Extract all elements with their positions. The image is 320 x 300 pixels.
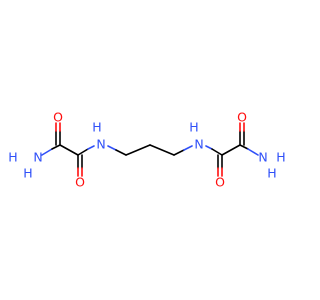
atom-o-left-lower: O xyxy=(75,175,85,190)
atom-h-left-amide2: H xyxy=(23,166,32,181)
bond-chain-1 xyxy=(125,144,151,156)
bond-left-carbon-carbon xyxy=(59,144,79,156)
bond-right-nh-carbon-blue xyxy=(205,145,213,150)
atom-labels: O H N H N H O H N O O N H H xyxy=(8,110,285,190)
bond-left-carbon-nh-blue xyxy=(87,145,95,150)
atom-o-right-lower: O xyxy=(215,175,225,190)
bond-left-amine-carbon-dark xyxy=(51,144,61,150)
bond-left-amine-carbon xyxy=(41,148,53,156)
bond-left-nh-chain xyxy=(115,149,127,156)
atom-h-left-nh: H xyxy=(92,120,101,135)
atom-h-left-amide1: H xyxy=(8,150,17,165)
atom-h-right-amide2: H xyxy=(267,166,276,181)
bond-chain-right-nh xyxy=(173,149,185,156)
atom-o-left: O xyxy=(53,110,63,125)
atom-n-left-nh: N xyxy=(96,137,105,152)
bond-chain-right-nh-blue xyxy=(183,145,193,151)
atom-n-right-nh: N xyxy=(194,137,203,152)
bond-chain-2 xyxy=(149,144,175,156)
atom-o-right: O xyxy=(237,110,247,125)
bond-left-carbon-nh xyxy=(77,148,89,156)
bond-right-carbon-amine xyxy=(239,144,249,150)
bond-left-nh-chain-blue xyxy=(107,145,117,151)
bonds xyxy=(41,122,259,177)
atom-h-right-amide1: H xyxy=(276,150,285,165)
atom-n-right-amide: N xyxy=(258,150,267,165)
bond-right-carbon-carbon xyxy=(221,144,241,156)
bond-right-carbon-amine-blue xyxy=(247,148,259,156)
molecule-structure: O H N H N H O H N O O N H H xyxy=(8,110,285,190)
bond-right-nh-carbon xyxy=(211,148,223,156)
atom-n-left-amide: N xyxy=(33,150,42,165)
atom-h-right-nh: H xyxy=(189,120,198,135)
